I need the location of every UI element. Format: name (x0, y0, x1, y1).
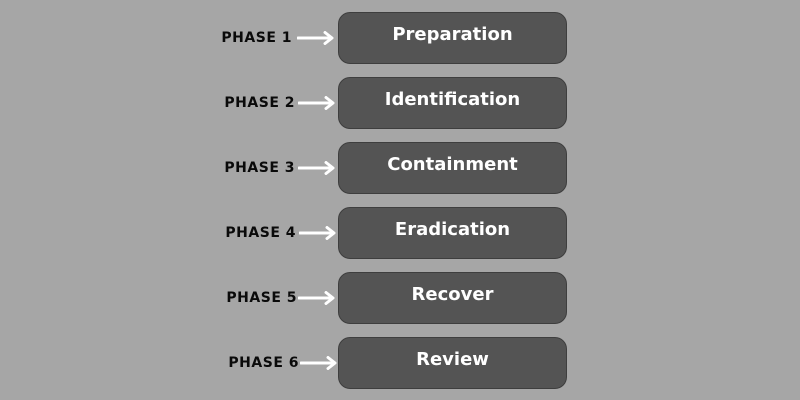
phase-row: PHASE 2 Identification (0, 77, 800, 129)
right-arrow-icon (297, 31, 335, 45)
phase-row: PHASE 1 Preparation (0, 12, 800, 64)
phase-label: PHASE 5 (226, 290, 297, 306)
phase-box: Eradication (338, 207, 567, 259)
right-arrow-icon (298, 291, 336, 305)
phase-label: PHASE 6 (228, 355, 299, 371)
phase-label: PHASE 1 (221, 30, 292, 46)
right-arrow-icon (298, 161, 336, 175)
phase-box: Identification (338, 77, 567, 129)
right-arrow-icon (298, 96, 336, 110)
phase-label: PHASE 4 (225, 225, 296, 241)
phase-box: Containment (338, 142, 567, 194)
phase-box: Recover (338, 272, 567, 324)
phase-label: PHASE 2 (224, 95, 295, 111)
phase-row: PHASE 5 Recover (0, 272, 800, 324)
right-arrow-icon (299, 226, 337, 240)
phase-row: PHASE 6 Review (0, 337, 800, 389)
phase-row: PHASE 4 Eradication (0, 207, 800, 259)
phase-row: PHASE 3 Containment (0, 142, 800, 194)
phase-box: Preparation (338, 12, 567, 64)
phase-box: Review (338, 337, 567, 389)
right-arrow-icon (300, 356, 338, 370)
phase-label: PHASE 3 (224, 160, 295, 176)
